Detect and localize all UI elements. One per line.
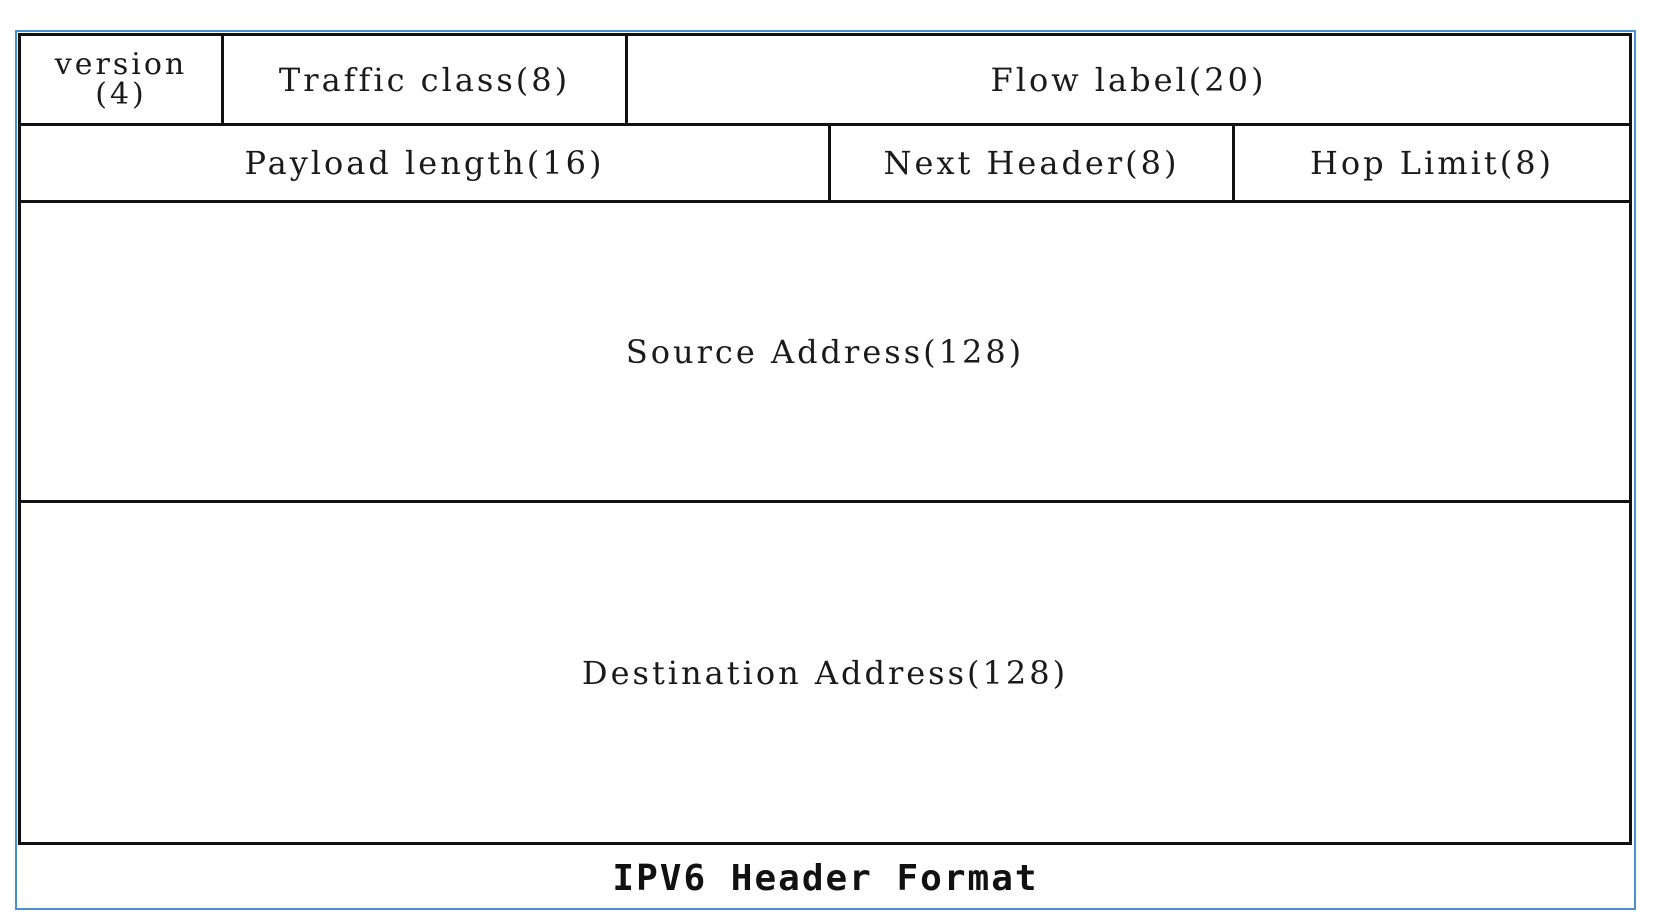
field-payload-length: Payload length(16) <box>21 126 828 200</box>
header-row-1: version (4) Traffic class(8) Flow label(… <box>21 36 1629 126</box>
field-source-address-label: Source Address(128) <box>625 332 1025 371</box>
header-row-source: Source Address(128) <box>21 203 1629 503</box>
header-row-destination: Destination Address(128) <box>21 503 1629 842</box>
field-hop-limit: Hop Limit(8) <box>1232 126 1629 200</box>
field-version: version (4) <box>21 36 221 123</box>
figure-frame <box>15 30 1636 910</box>
field-flow-label: Flow label(20) <box>625 36 1629 123</box>
field-traffic-class-label: Traffic class(8) <box>278 60 571 99</box>
field-source-address: Source Address(128) <box>21 203 1629 500</box>
field-payload-length-label: Payload length(16) <box>244 144 605 182</box>
field-version-label-line2: (4) <box>95 76 147 112</box>
field-hop-limit-label: Hop Limit(8) <box>1309 144 1555 182</box>
field-version-label-line1: version <box>54 46 188 82</box>
field-flow-label-label: Flow label(20) <box>990 60 1267 99</box>
field-destination-address: Destination Address(128) <box>21 503 1629 842</box>
ipv6-header-diagram: version (4) Traffic class(8) Flow label(… <box>18 33 1632 845</box>
field-next-header: Next Header(8) <box>828 126 1232 200</box>
field-destination-address-label: Destination Address(128) <box>581 653 1069 692</box>
header-row-2: Payload length(16) Next Header(8) Hop Li… <box>21 126 1629 203</box>
field-next-header-label: Next Header(8) <box>883 144 1180 182</box>
figure-caption: IPV6 Header Format <box>612 857 1039 899</box>
field-traffic-class: Traffic class(8) <box>221 36 625 123</box>
